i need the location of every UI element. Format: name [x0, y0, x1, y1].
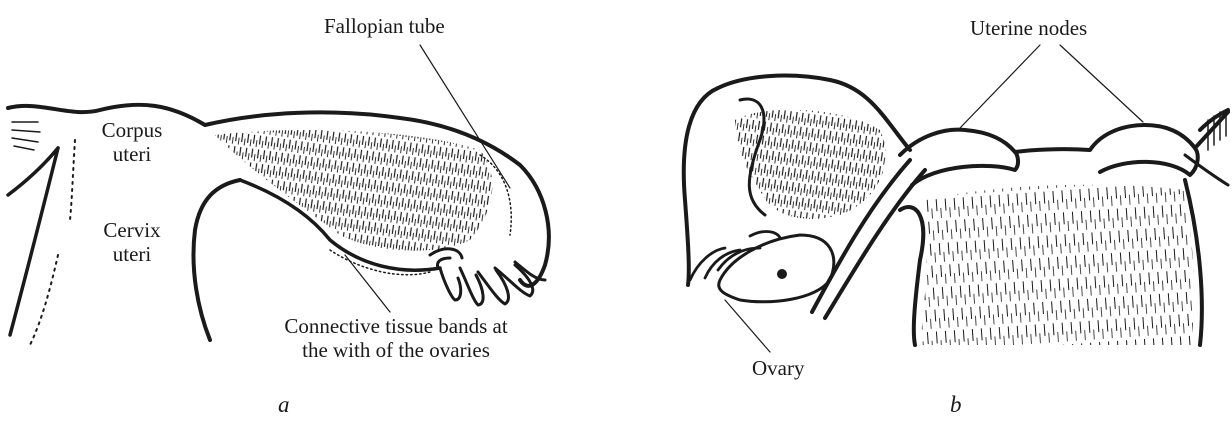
uterus-body-shaded: [920, 185, 1194, 345]
label-corpus-line2: uteri: [90, 142, 174, 166]
canal-dots-2: [30, 255, 58, 345]
canal-dots-1: [70, 140, 75, 220]
cervix-left-outline: [10, 148, 58, 335]
uterine-node-2: [1100, 148, 1198, 175]
cervix-right-outline: [193, 180, 240, 340]
fimbriae-b: [690, 232, 780, 280]
label-uterine-nodes: Uterine nodes: [970, 16, 1087, 40]
panel-letter-b: b: [950, 392, 962, 418]
left-edge-shading: [12, 122, 40, 150]
uterus-left-body: [900, 207, 923, 345]
label-ovary: Ovary: [752, 356, 804, 380]
label-cervix-uteri: Cervix uteri: [90, 218, 174, 266]
uterus-top-b: [900, 112, 1228, 155]
ovary-outline: [719, 235, 834, 302]
ovary-follicle: [778, 270, 787, 279]
label-cervix-line2: uteri: [90, 242, 174, 266]
label-corpus-uteri: Corpus uteri: [90, 118, 174, 166]
label-corpus-line1: Corpus: [90, 118, 174, 142]
uterine-node-1: [912, 152, 1018, 185]
label-connective-line1: Connective tissue bands at: [246, 314, 546, 338]
ovary-leader: [725, 300, 770, 352]
tube-shaded-region: [215, 130, 492, 251]
uterine-nodes-leader-2: [1060, 45, 1143, 122]
panel-a-drawing: [8, 45, 549, 345]
ovary-shaded-region: [735, 110, 886, 219]
label-connective-tissue: Connective tissue bands at the with of t…: [246, 314, 546, 362]
fimbriae-a: [430, 249, 545, 305]
uterine-nodes-leader-1: [960, 45, 1040, 128]
panel-b-drawing: [684, 45, 1228, 352]
right-ligament: [1185, 155, 1228, 185]
panel-letter-a: a: [278, 392, 290, 418]
label-fallopian-tube: Fallopian tube: [324, 14, 445, 38]
label-connective-line2: the with of the ovaries: [246, 338, 546, 362]
label-cervix-line1: Cervix: [90, 218, 174, 242]
tube-curl-left: [684, 88, 718, 285]
